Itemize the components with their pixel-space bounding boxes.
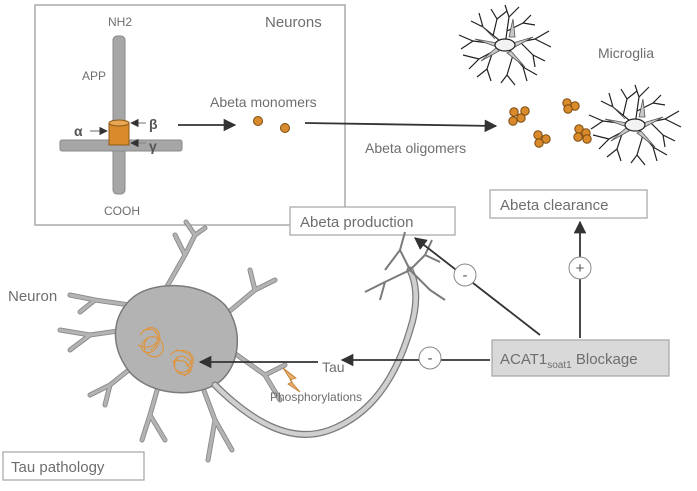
app-label: APP [82, 69, 106, 83]
production-minus-badge [453, 263, 477, 287]
gamma-label: γ [149, 138, 157, 154]
abeta-monomers-label: Abeta monomers [210, 94, 317, 110]
phosphorylations-label: Phosphorylations [270, 390, 362, 404]
monomers-to-oligomers-arrow [304, 119, 498, 133]
oligomer-clusters [508, 98, 592, 148]
axon-terminals [364, 231, 446, 301]
neurons-label: Neurons [265, 14, 322, 31]
alpha-label: α [74, 123, 83, 139]
neurons-panel: Neurons NH2 APP COOH α β γ [34, 4, 346, 226]
abeta-oligomers-label: Abeta oligomers [365, 140, 466, 156]
neurons-box [34, 4, 346, 226]
app-protein-bar [112, 35, 126, 195]
monomer-dot [280, 123, 290, 133]
abeta-clearance-box [489, 189, 648, 219]
tau-pathology-label: Tau pathology [11, 459, 105, 476]
microglia-label: Microglia [598, 45, 654, 61]
neuron-label: Neuron [8, 288, 57, 305]
clearance-plus-badge [568, 256, 592, 280]
microglia-cell-right [588, 84, 682, 166]
acat-to-production-arrow [414, 237, 541, 336]
abeta-production-label: Abeta production [300, 214, 413, 231]
monomer-dot [253, 116, 263, 126]
beta-label: β [149, 116, 158, 132]
tau-pathology-box [2, 451, 145, 481]
abeta-clearance-label: Abeta clearance [500, 197, 608, 214]
production-minus-sign: - [463, 267, 468, 284]
microglia-cell-left [458, 4, 552, 86]
acat1-blockage-box [491, 339, 670, 377]
nh2-label: NH2 [108, 15, 132, 29]
clearance-plus-sign: + [576, 260, 585, 277]
neuron-cell [57, 219, 446, 463]
abeta-segment-top [108, 119, 130, 127]
acat1-blockage-label: ACAT1soat1 Blockage [500, 351, 638, 371]
neuron-axon [212, 267, 418, 437]
neuron-soma [114, 284, 238, 394]
phosphorylation-bolt-icon [282, 367, 301, 393]
tau-minus-badge [418, 346, 442, 370]
abeta-production-box [289, 206, 456, 236]
tau-label: Tau [322, 359, 345, 375]
tau-minus-sign: - [428, 350, 433, 367]
cooh-label: COOH [104, 204, 140, 218]
tau-tangles [137, 327, 194, 377]
